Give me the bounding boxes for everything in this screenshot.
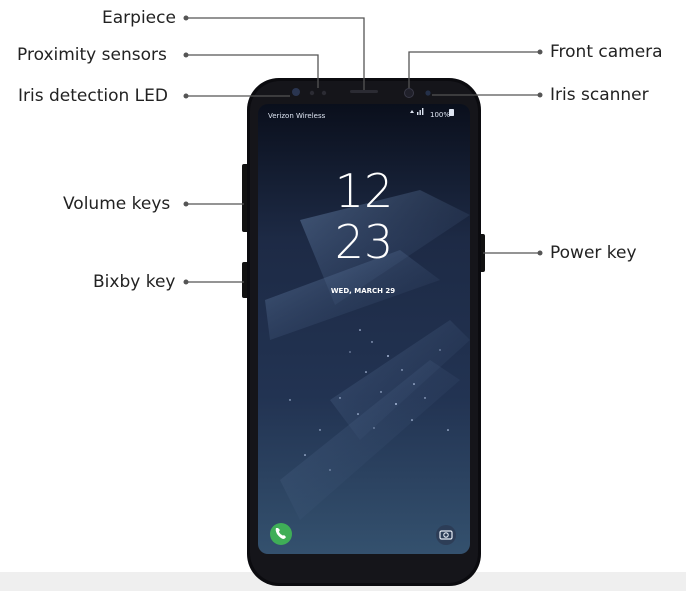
wallpaper-streak bbox=[265, 250, 440, 340]
power-key-label: Power key bbox=[550, 243, 637, 263]
front-camera-label: Front camera bbox=[550, 42, 663, 62]
wallpaper-streak bbox=[330, 320, 470, 440]
front-camera-line bbox=[408, 51, 540, 88]
iris-detection-led-label: Iris detection LED bbox=[18, 86, 168, 106]
phone-icon bbox=[275, 528, 286, 539]
carrier-label: Verizon Wireless bbox=[268, 112, 326, 120]
proximity-sensor-1 bbox=[309, 90, 315, 96]
signal-icon bbox=[417, 112, 419, 115]
camera-shortcut[interactable] bbox=[436, 525, 456, 545]
volume-keys-label: Volume keys bbox=[63, 194, 171, 214]
wifi-icon bbox=[410, 110, 414, 113]
clock-minute: 23 bbox=[335, 215, 394, 269]
earpiece-label: Earpiece bbox=[102, 8, 176, 28]
proximity-sensor-2 bbox=[321, 90, 327, 96]
battery-label: 100% bbox=[430, 111, 450, 119]
camera-icon bbox=[439, 530, 453, 540]
earpiece-slot bbox=[350, 90, 378, 93]
wallpaper-streak bbox=[280, 360, 460, 520]
wallpaper-sparkles bbox=[289, 329, 449, 471]
status-icons bbox=[410, 108, 454, 116]
proximity-sensors-line bbox=[186, 54, 319, 88]
iris-scanner-label: Iris scanner bbox=[550, 85, 649, 105]
iris-scanner-lens bbox=[425, 90, 431, 96]
iris-led bbox=[292, 88, 300, 96]
front-camera-lens bbox=[404, 88, 414, 98]
camera-icon-circle bbox=[436, 525, 456, 545]
phone-shortcut[interactable] bbox=[270, 523, 292, 545]
proximity-sensors-label: Proximity sensors bbox=[17, 45, 167, 65]
bixby-key-label: Bixby key bbox=[93, 272, 176, 292]
date-label: WED, MARCH 29 bbox=[331, 287, 395, 295]
callout-dots bbox=[183, 15, 543, 285]
clock-hour: 12 bbox=[335, 164, 394, 218]
phone-icon-circle bbox=[270, 523, 292, 545]
earpiece-line bbox=[186, 17, 365, 90]
battery-icon bbox=[449, 109, 454, 116]
callout-lines bbox=[186, 17, 540, 283]
